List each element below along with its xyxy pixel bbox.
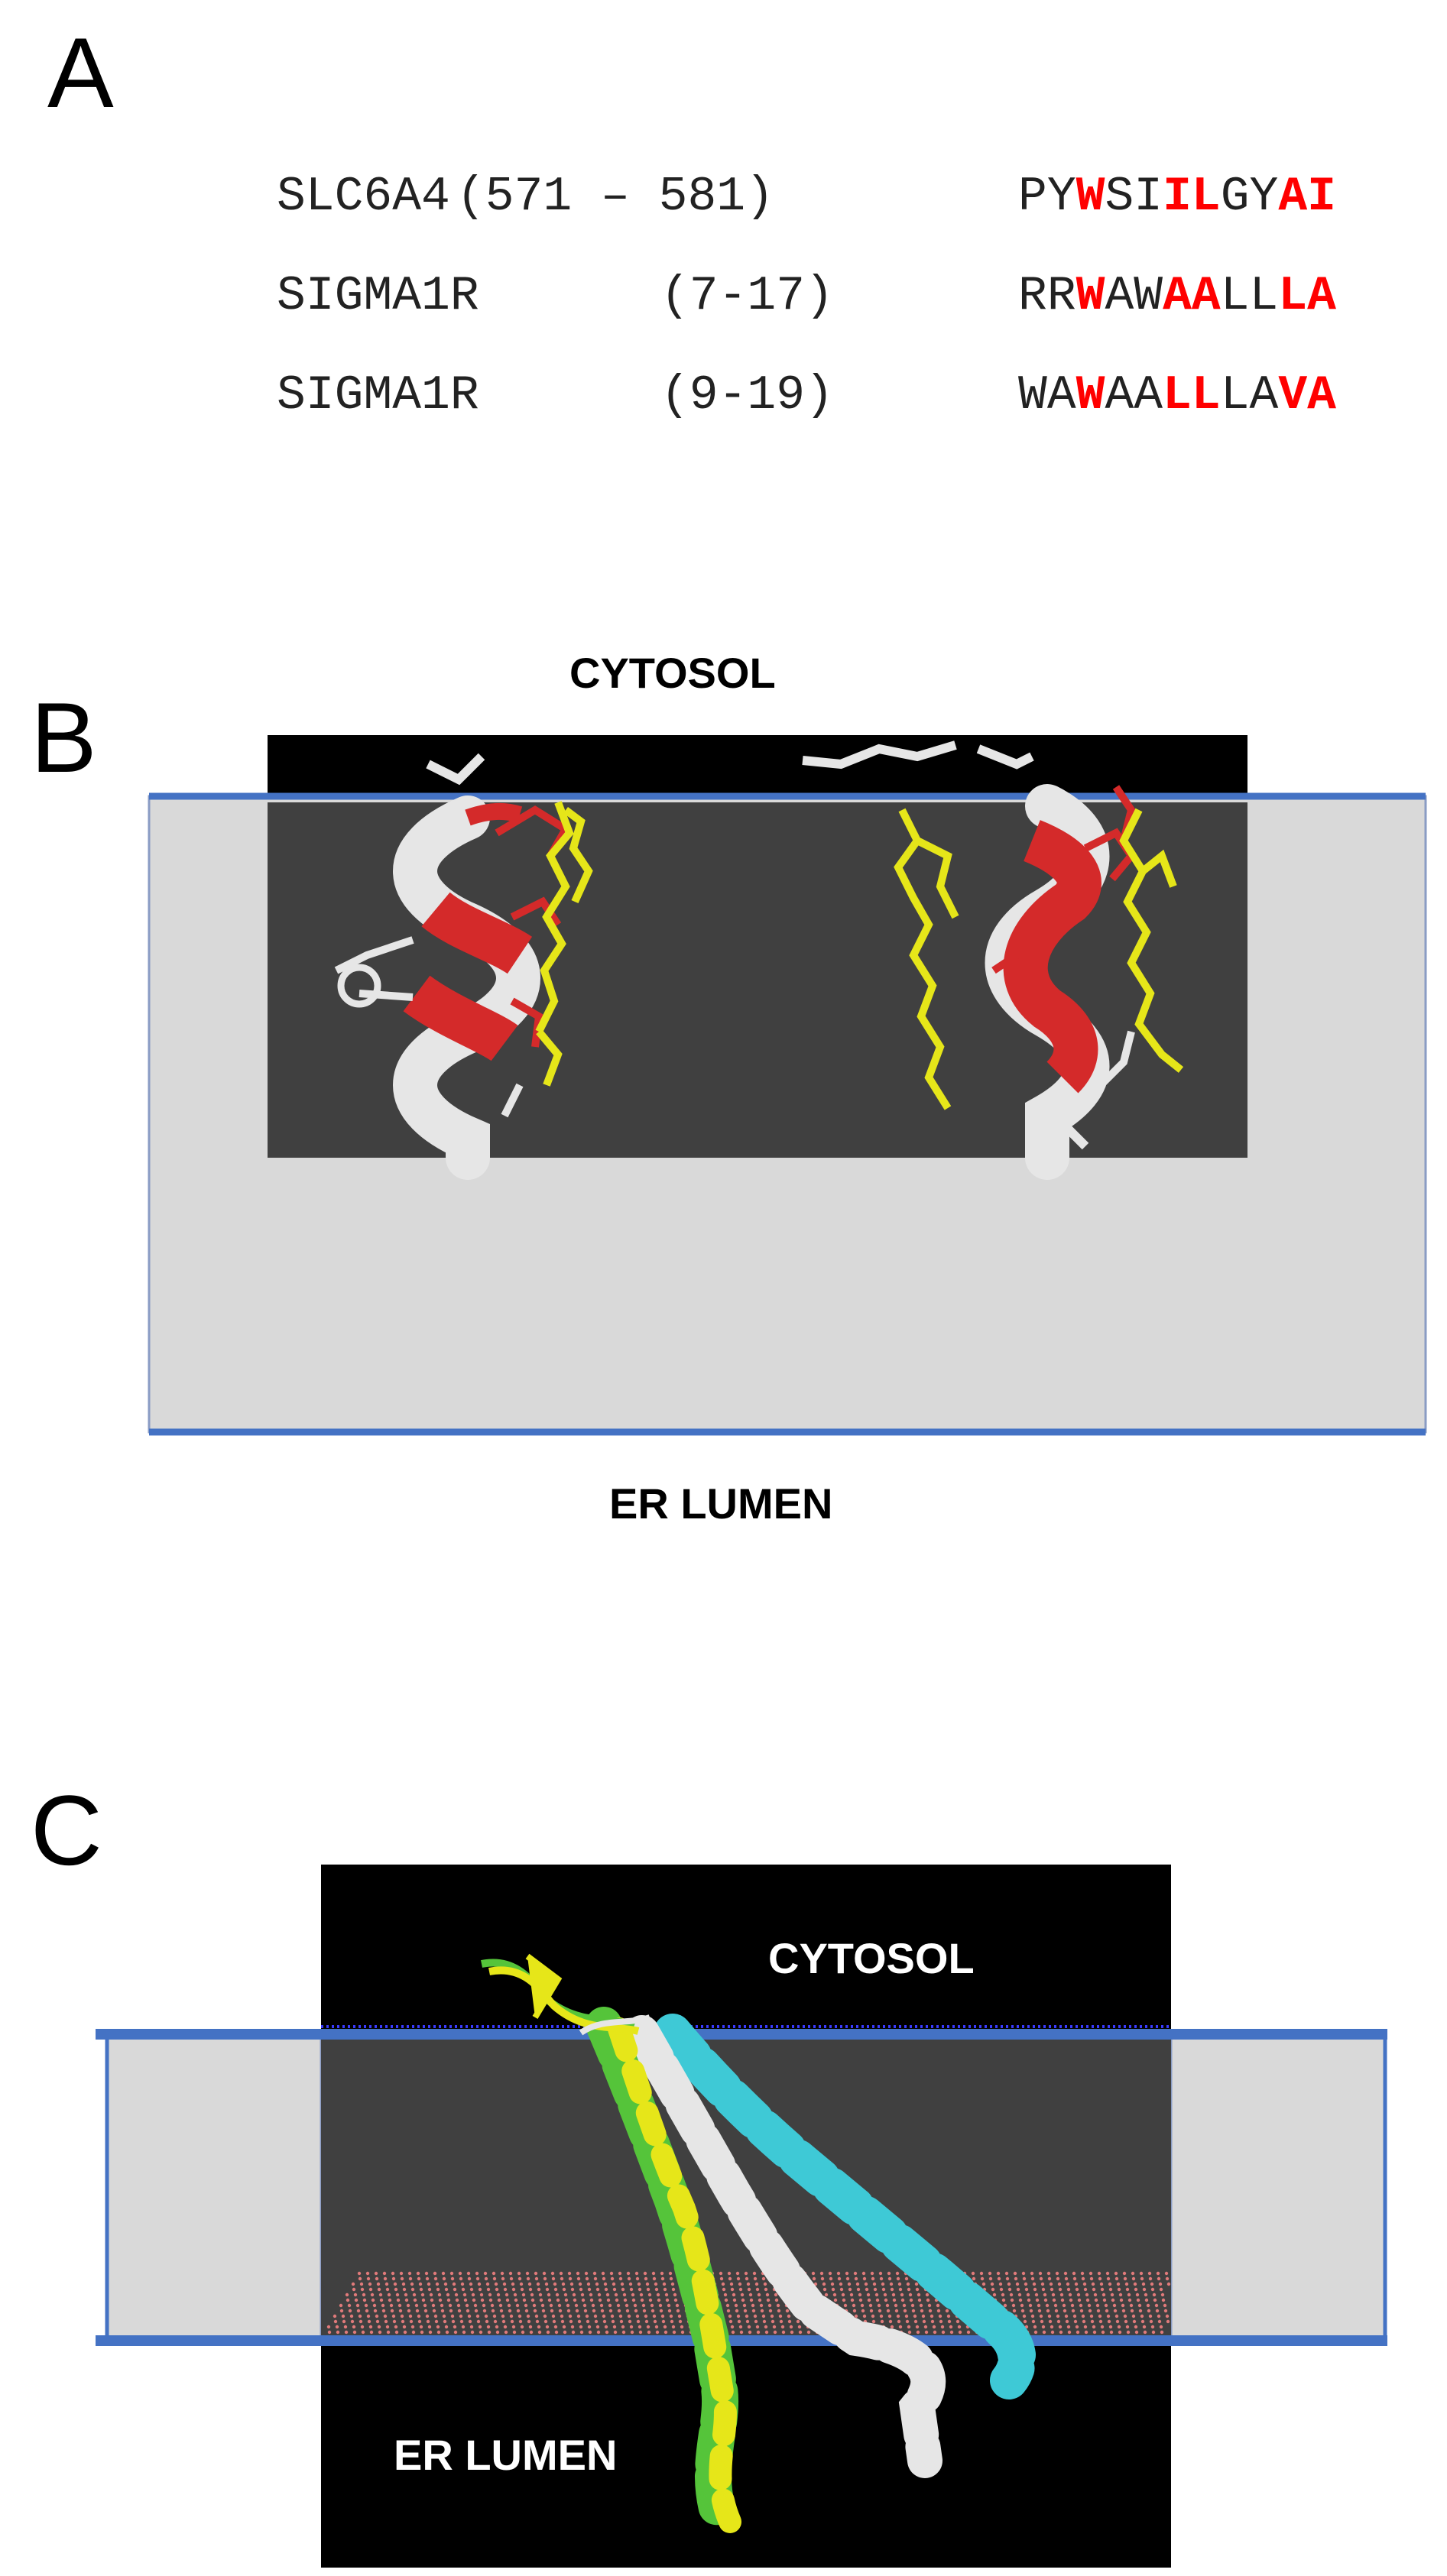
sequence-row-sigma1r-7-17: SIGMA1R (7-17) RRWAWAALLLA — [277, 266, 1336, 327]
sequence-residues: RRWAWAALLLA — [1018, 266, 1336, 327]
panel-c-membrane-left — [105, 2031, 323, 2342]
panel-c-lumen-label: ER LUMEN — [394, 2431, 618, 2479]
panel-b-top-residues — [802, 740, 957, 770]
panel-label-a: A — [47, 17, 114, 128]
sequence-row-slc6a4: SLC6A4 (571 – 581) PYWSIILGYAI — [277, 167, 1336, 228]
residue: R — [1018, 269, 1047, 323]
residue: A — [1105, 269, 1134, 323]
panel-b-lumen-label: ER LUMEN — [609, 1479, 833, 1528]
residue: L — [1278, 269, 1308, 323]
panel-label-c: C — [31, 1774, 102, 1886]
residue: A — [1046, 368, 1076, 423]
sequence-residues: PYWSIILGYAI — [1018, 167, 1336, 228]
residue: A — [1191, 269, 1221, 323]
residue: W — [1076, 170, 1105, 224]
residue: I — [1163, 170, 1192, 224]
panel-b-right-lipids — [894, 808, 1184, 1110]
residue: L — [1191, 170, 1221, 224]
sequence-name: SLC6A4 — [277, 170, 450, 224]
residue: P — [1018, 170, 1047, 224]
sequence-row-sigma1r-9-19: SIGMA1R (9-19) WAWAALLLAVA — [277, 365, 1336, 426]
residue: Y — [1249, 170, 1279, 224]
residue: A — [1249, 368, 1279, 423]
residue: I — [1307, 170, 1336, 224]
residue: L — [1191, 368, 1221, 423]
residue: V — [1278, 368, 1308, 423]
residue: A — [1105, 368, 1134, 423]
panel-c-membrane-right — [1170, 2031, 1387, 2342]
sequence-range: (571 – 581) — [456, 170, 774, 224]
residue: S — [1105, 170, 1134, 224]
residue: L — [1220, 269, 1250, 323]
panel-c-cytosol-label: CYTOSOL — [768, 1934, 975, 1982]
residue: W — [1076, 269, 1105, 323]
sequence-name: SIGMA1R — [277, 269, 479, 323]
panel-label-b: B — [31, 682, 97, 793]
residue: A — [1307, 269, 1336, 323]
residue: A — [1307, 368, 1336, 423]
panel-b-right-helix — [976, 744, 1137, 1180]
residue: R — [1046, 269, 1076, 323]
residue: W — [1076, 368, 1105, 423]
residue: L — [1163, 368, 1192, 423]
sequence-name: SIGMA1R — [277, 368, 479, 423]
residue: A — [1278, 170, 1308, 224]
residue: A — [1163, 269, 1192, 323]
sequence-residues: WAWAALLLAVA — [1018, 365, 1336, 426]
panel-b-left-lipid — [535, 801, 593, 1087]
residue: I — [1134, 170, 1163, 224]
residue: L — [1220, 368, 1250, 423]
sequence-range: (7-17) — [660, 269, 834, 323]
residue: L — [1249, 269, 1279, 323]
sequence-range: (9-19) — [660, 368, 834, 423]
panel-b-cytosol-label: CYTOSOL — [569, 649, 776, 697]
residue: W — [1018, 368, 1047, 423]
panel-c-helix-bundle — [481, 1953, 1037, 2533]
residue: W — [1134, 269, 1163, 323]
residue: G — [1220, 170, 1250, 224]
residue: Y — [1046, 170, 1076, 224]
panel-b-left-helix — [334, 753, 571, 1180]
residue: A — [1134, 368, 1163, 423]
